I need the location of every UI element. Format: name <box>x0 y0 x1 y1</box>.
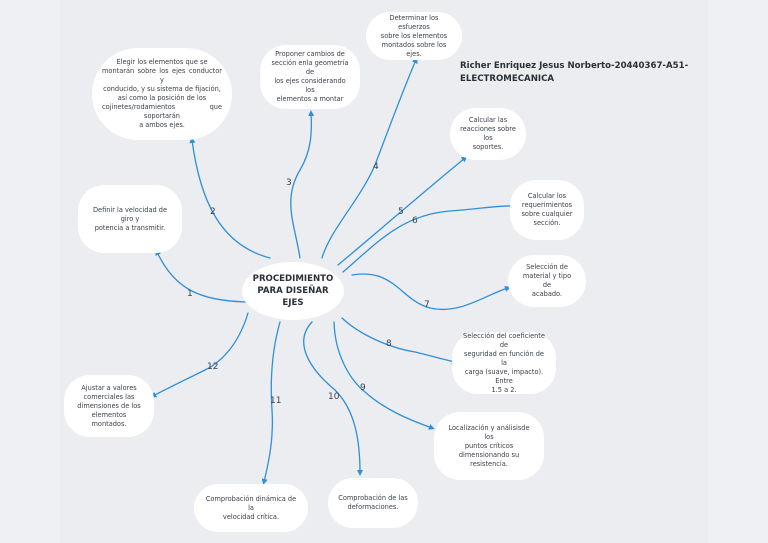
edge-5 <box>337 156 468 266</box>
edge-12 <box>150 312 249 398</box>
author-label: Richer Enriquez Jesus Norberto-20440367-… <box>460 60 700 86</box>
node-5-line-3: soportes. <box>472 143 504 151</box>
node-6-line-2: requerimientos <box>521 201 573 209</box>
edge-number-2: 2 <box>210 207 216 217</box>
node-5: Calcular las reacciones sobre los soport… <box>450 108 526 160</box>
center-line-2: PARA DISEÑAR EJES <box>257 286 329 308</box>
edge-number-7: 7 <box>424 300 430 310</box>
edge-number-4: 4 <box>373 162 379 172</box>
node-8-line-1: Selección del coeficiente de <box>463 331 545 349</box>
edge-number-3: 3 <box>286 178 292 188</box>
edge-7 <box>351 273 511 310</box>
node-7: Selección de material y tipo de acabado. <box>508 255 586 307</box>
edge-number-8: 8 <box>386 339 392 349</box>
node-8-line-4: 1.5 a 2. <box>491 385 517 394</box>
node-8-line-2: seguridad en función de la <box>464 349 544 367</box>
node-10: Comprobación de las deformaciones. <box>328 478 418 528</box>
node-11: Comprobación dinámica de la velocidad cr… <box>194 484 308 532</box>
node-3: Proponer cambios de sección enla geometr… <box>260 45 360 109</box>
edge-number-5: 5 <box>398 207 404 217</box>
node-12-line-1: Ajustar a valores <box>81 383 137 392</box>
edge-number-9: 9 <box>360 383 366 393</box>
edge-2 <box>189 137 271 259</box>
edge-number-1: 1 <box>187 289 193 299</box>
center-line-1: PROCEDIMIENTO <box>252 274 334 284</box>
node-2-line-6: a ambos ejes. <box>139 121 185 129</box>
node-2-line-3: conducido, y su sistema de fijación, <box>103 85 221 93</box>
node-6-line-4: sección. <box>533 219 561 227</box>
node-3-line-4: elementos a montar <box>276 95 344 103</box>
node-9-line-2: puntos críticos <box>464 441 514 450</box>
node-7-line-2: material y tipo de <box>522 272 572 289</box>
node-9-line-1: Localización y análisisde los <box>448 423 530 441</box>
node-6-line-1: Calcular los <box>527 192 567 200</box>
edge-10 <box>303 321 363 476</box>
edge-6 <box>342 202 518 273</box>
center-node: PROCEDIMIENTO PARA DISEÑAR EJES <box>242 262 344 320</box>
node-2-line-1: Elegir los elementos que se <box>116 58 208 66</box>
node-3-line-1: Proponer cambios de <box>275 50 345 58</box>
node-9-line-3: dimensionando su <box>458 450 520 459</box>
node-4: Determinar los esfuerzos sobre los eleme… <box>366 12 462 60</box>
edge-number-6: 6 <box>412 216 418 226</box>
node-1-line-2: potencia a transmitir. <box>94 223 166 232</box>
node-1-line-1: Definir la velocidad de giro y <box>92 205 168 223</box>
node-2-line-5: cojinetes/rodamientos que soportarán <box>102 103 222 120</box>
edge-8 <box>341 317 458 365</box>
node-9-line-4: resistencia. <box>470 459 508 468</box>
edge-11 <box>261 321 281 485</box>
edge-number-11: 11 <box>270 396 282 406</box>
node-4-line-1: Determinar los esfuerzos <box>389 13 439 31</box>
author-line-1: Richer Enriquez Jesus Norberto-20440367-… <box>460 61 689 71</box>
node-7-line-1: Selección de <box>526 263 568 271</box>
node-2: Elegir los elementos que se montarán sob… <box>92 48 232 140</box>
node-5-line-1: Calcular las <box>468 116 508 124</box>
edge-number-12: 12 <box>207 362 219 372</box>
node-8-line-3: carga (suave, impacto). Entre <box>464 367 544 385</box>
node-8: Selección del coeficiente de seguridad e… <box>452 332 556 394</box>
edge-1 <box>155 249 246 303</box>
edge-number-10: 10 <box>328 392 340 402</box>
edge-3 <box>290 110 315 259</box>
node-9: Localización y análisisde los puntos crí… <box>434 412 544 480</box>
node-2-line-4: así como la posición de los <box>117 94 207 102</box>
edge-9 <box>333 321 435 430</box>
node-12-line-2: comerciales las <box>83 392 135 401</box>
node-4-line-3: montados sobre los ejes. <box>381 40 447 58</box>
node-12: Ajustar a valores comerciales las dimens… <box>64 375 154 437</box>
node-7-line-3: acabado. <box>531 290 563 298</box>
node-3-line-2: sección enla geometría de <box>271 59 349 76</box>
node-2-line-2: montarán sobre los ejes conductor y <box>102 67 222 84</box>
node-4-line-2: sobre los elementos <box>380 31 448 40</box>
author-line-2: ELECTROMECANICA <box>460 74 555 84</box>
node-10-line-1: Comprobación de las <box>338 494 408 502</box>
node-6: Calcular los requerimientos sobre cualqu… <box>510 180 584 240</box>
edge-4 <box>321 57 418 259</box>
node-11-line-2: velocidad crítica. <box>222 512 280 521</box>
node-11-line-1: Comprobación dinámica de la <box>205 494 297 512</box>
node-3-line-3: los ejes considerando los <box>274 77 346 94</box>
node-10-line-2: deformaciones. <box>347 503 399 511</box>
node-6-line-3: sobre cualquier <box>521 210 573 218</box>
node-12-line-4: elementos montados. <box>91 410 127 428</box>
node-12-line-3: dimensiones de los <box>77 401 141 410</box>
node-1: Definir la velocidad de giro y potencia … <box>78 185 182 253</box>
node-5-line-2: reacciones sobre los <box>460 125 516 142</box>
